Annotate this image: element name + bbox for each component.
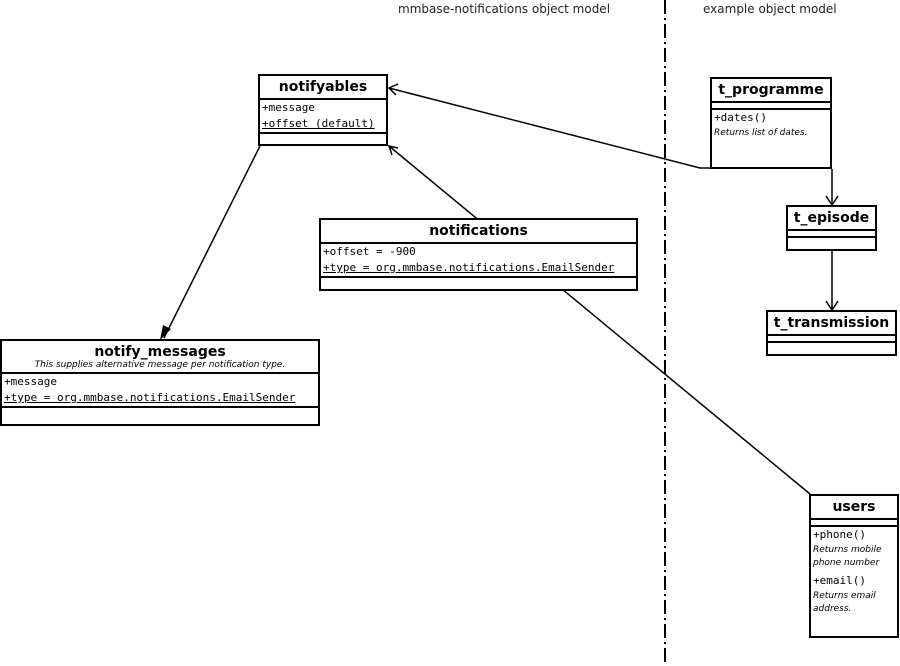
relation-users-to-notifyables — [387, 144, 811, 495]
attributes-section — [788, 229, 875, 236]
attributes-section — [811, 518, 897, 525]
class-t-programme[interactable]: t_programme +dates() Returns list of dat… — [710, 77, 832, 169]
class-t-transmission[interactable]: t_transmission — [766, 310, 897, 356]
relation-notifyables-to-notify-messages — [160, 145, 261, 340]
class-users[interactable]: users +phone() Returns mobile phone numb… — [809, 494, 899, 638]
class-name: notifications — [429, 223, 528, 239]
attribute: +offset (default) — [262, 117, 375, 130]
operation: +dates() — [714, 111, 767, 124]
attributes-section: +message +offset (default) — [260, 98, 386, 132]
operation: +phone() — [813, 528, 866, 541]
attribute: +message — [4, 375, 57, 388]
operation-note: Returns mobile phone number — [813, 545, 882, 568]
attribute: +offset = -900 — [323, 245, 416, 258]
operation: +email() — [813, 574, 866, 587]
operations-section — [2, 406, 318, 413]
class-name: t_transmission — [773, 315, 890, 331]
operations-section — [260, 132, 386, 139]
operation-note: Returns email address. — [813, 591, 876, 614]
class-name: t_episode — [793, 210, 870, 226]
class-notifications[interactable]: notifications +offset = -900 +type = org… — [319, 218, 638, 291]
operation-note: Returns list of dates. — [714, 128, 808, 138]
attributes-section — [768, 334, 895, 341]
class-t-episode[interactable]: t_episode — [786, 205, 877, 251]
relation-t-episode-to-t-transmission — [825, 251, 839, 312]
class-name: notify_messages — [94, 344, 226, 360]
relation-t-programme-to-t-episode — [825, 169, 839, 207]
class-note: This supplies alternative message per no… — [34, 360, 286, 370]
class-name: notifyables — [278, 79, 368, 95]
right-zone-title: example object model — [703, 2, 837, 16]
left-zone-title: mmbase-notifications object model — [398, 2, 611, 16]
operations-section — [321, 276, 636, 283]
attribute: +message — [262, 101, 315, 114]
class-name: users — [832, 499, 876, 515]
attribute: +type = org.mmbase.notifications.EmailSe… — [4, 391, 296, 404]
attribute: +type = org.mmbase.notifications.EmailSe… — [323, 261, 615, 274]
operations-section: +dates() Returns list of dates. — [712, 108, 830, 143]
class-notifyables[interactable]: notifyables +message +offset (default) — [258, 74, 388, 146]
class-name: t_programme — [718, 82, 824, 98]
operations-section — [768, 341, 895, 348]
attributes-section — [712, 101, 830, 108]
attributes-section: +message +type = org.mmbase.notification… — [2, 372, 318, 406]
relation-t-programme-to-notifyables — [387, 83, 710, 169]
operations-section — [788, 236, 875, 243]
attributes-section: +offset = -900 +type = org.mmbase.notifi… — [321, 242, 636, 276]
operations-section: +phone() Returns mobile phone number +em… — [811, 525, 897, 619]
class-notify-messages[interactable]: notify_messages This supplies alternativ… — [0, 339, 320, 426]
